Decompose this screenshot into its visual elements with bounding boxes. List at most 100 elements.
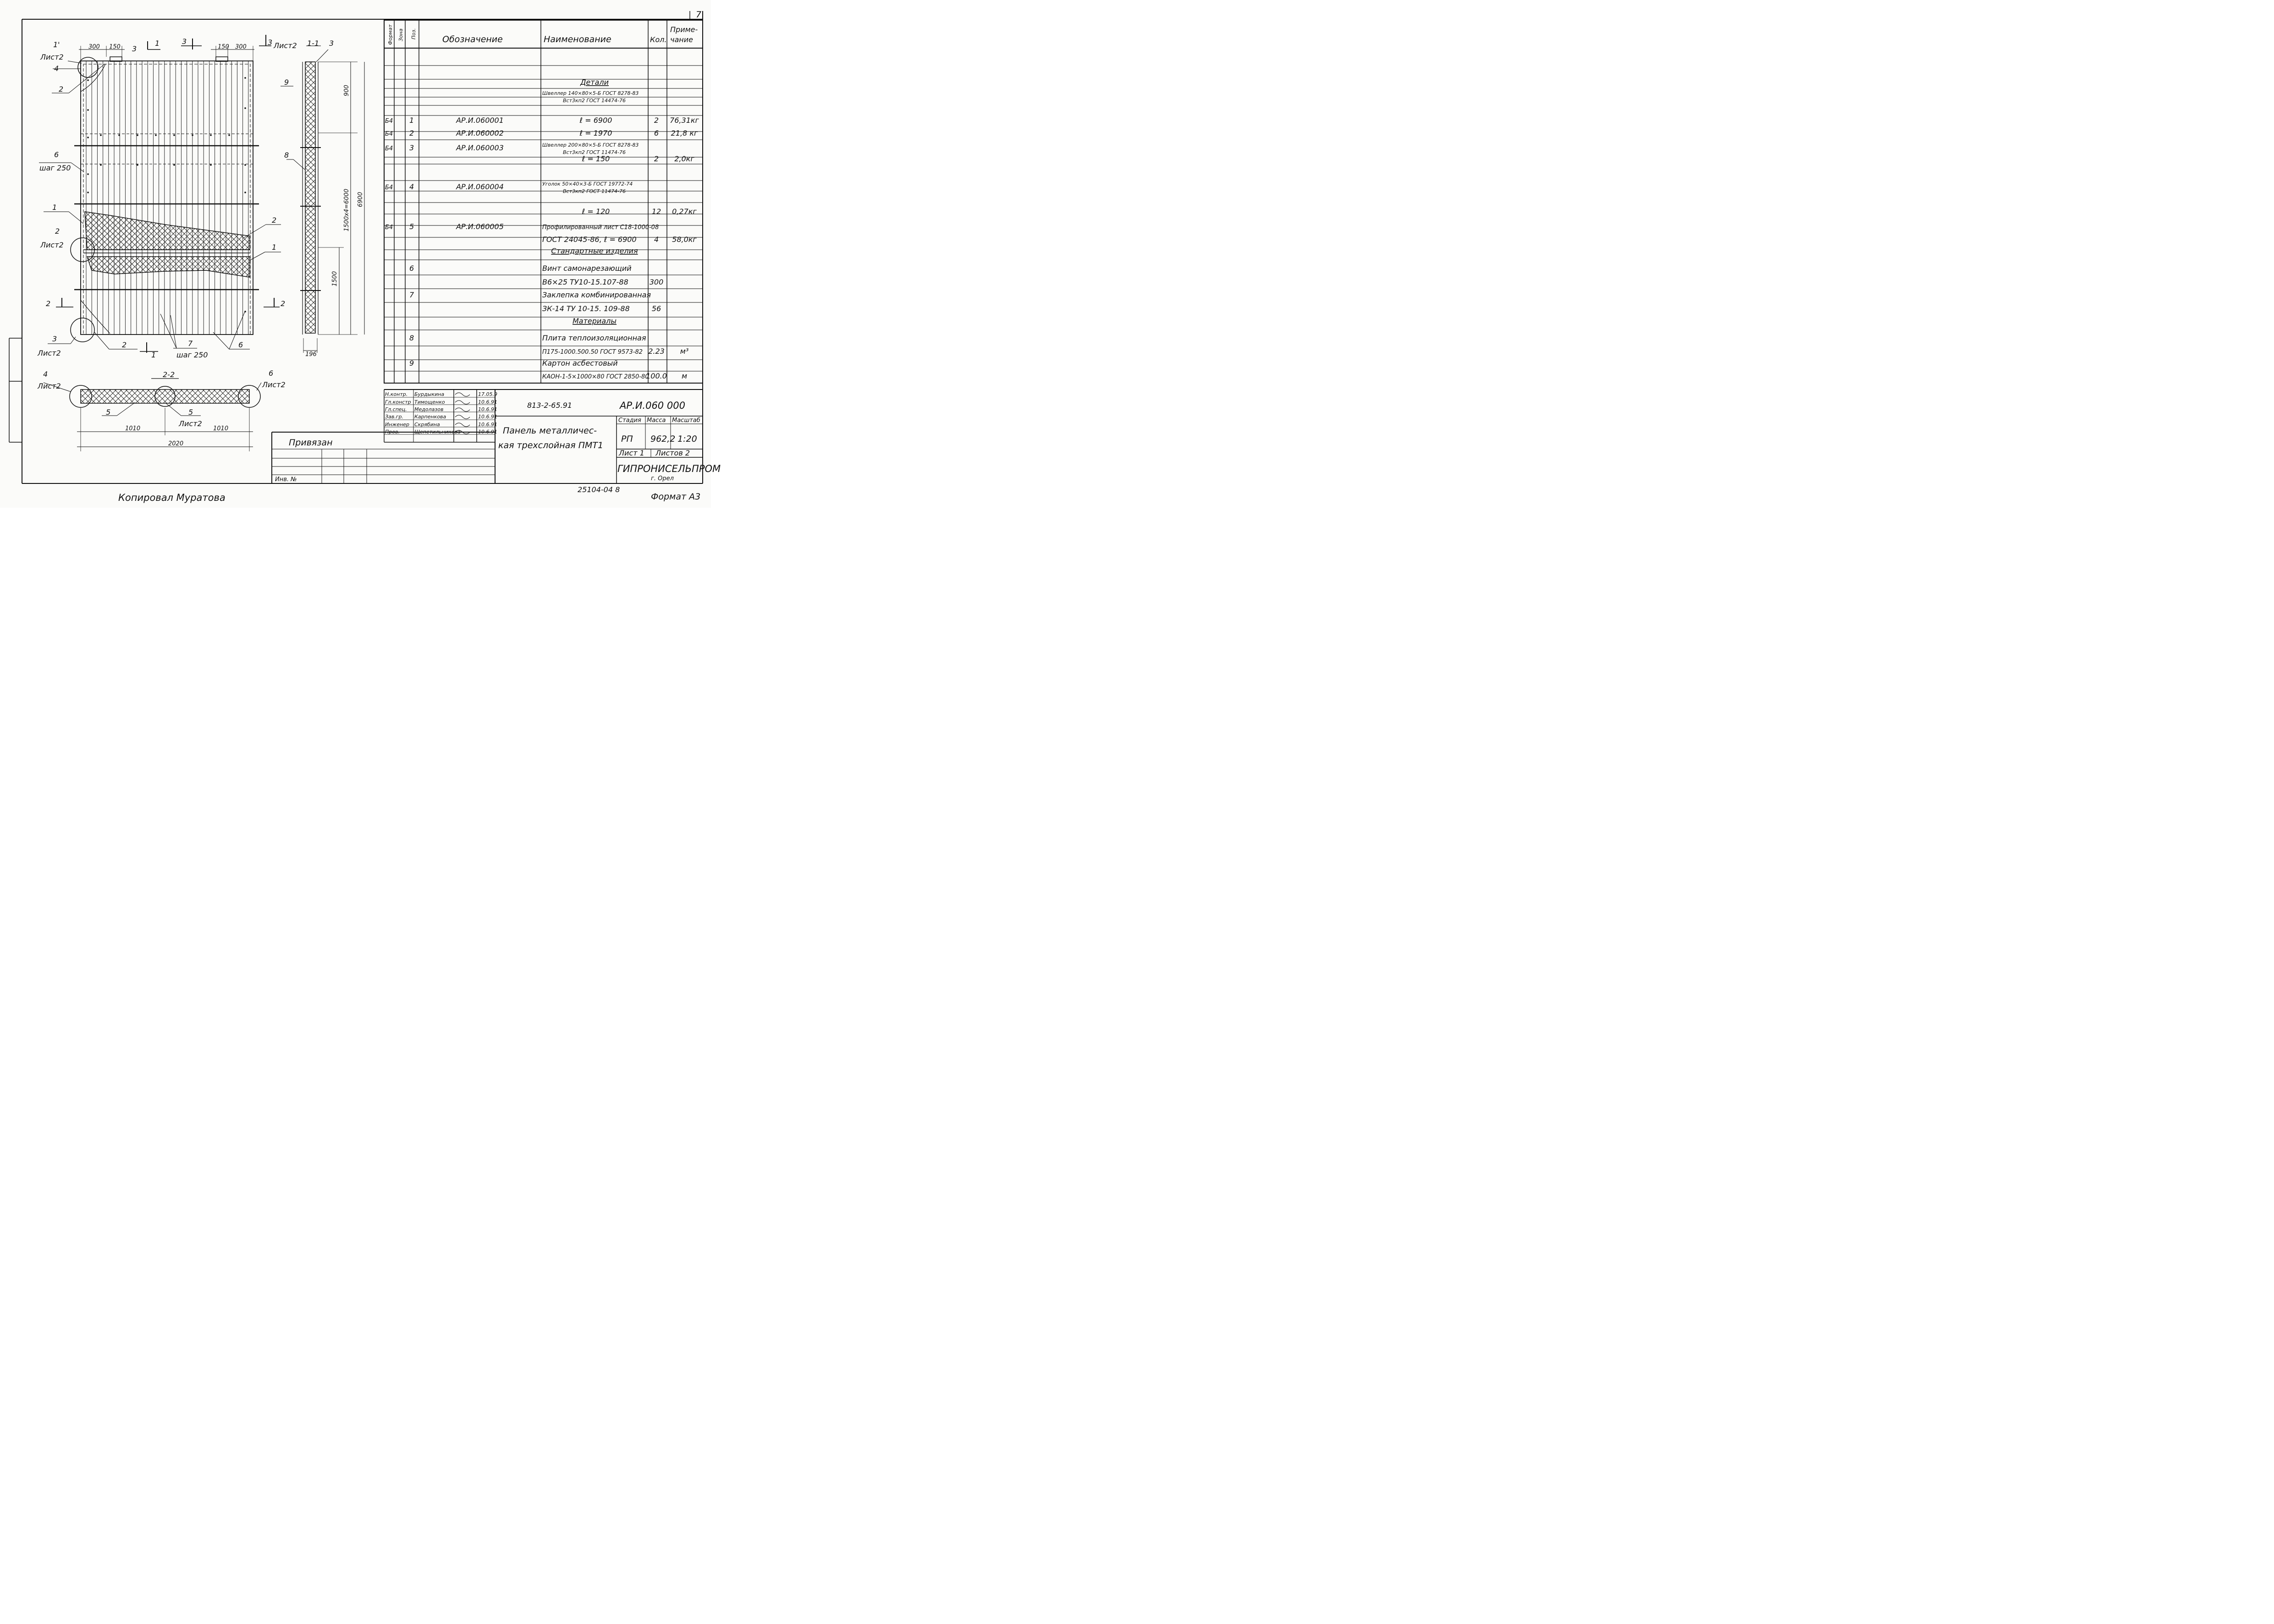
spec-cell-name: Стандартные изделия	[551, 247, 638, 255]
role-name: Бурдыкина	[414, 391, 444, 397]
label-pos-4b: 4	[43, 370, 48, 379]
title-line-2: кая трехслойная ПМТ1	[498, 440, 603, 450]
signature-image	[455, 422, 470, 427]
signature-image	[455, 392, 470, 397]
spec-cell-pos: 9	[409, 359, 414, 368]
label-sec1-top: 1	[155, 39, 160, 48]
spec-cell-note: м	[682, 372, 687, 380]
spec-cell-designation: АР.И.060002	[456, 129, 504, 137]
label-sec-2-2: 2-2	[163, 370, 175, 379]
spec-cell-name: Плита теплоизоляционная	[542, 334, 646, 342]
spec-cell-qty: 12	[652, 207, 661, 216]
spec-cell-name: Швеллер 140×80×5-Б ГОСТ 8278-83	[542, 90, 639, 96]
label-pos-6c: 6	[269, 369, 273, 378]
spec-row: Стандартные изделия	[551, 247, 638, 255]
mass-value: 962,2	[650, 434, 675, 444]
header-designation: Обозначение	[442, 34, 503, 44]
label-sheet2-mid: Лист2	[40, 241, 64, 249]
label-pos-3: 3	[132, 44, 137, 53]
copied-by: Копировал Муратова	[118, 492, 226, 503]
role-title: Пров.	[385, 429, 400, 435]
label-pos-7: 7	[188, 339, 193, 348]
label-view-1: 1'	[53, 40, 60, 49]
dim-1010-right: 1010	[213, 425, 228, 432]
label-pos-9: 9	[284, 78, 289, 87]
dim-2020: 2020	[168, 440, 183, 447]
signature-image	[455, 400, 470, 405]
spec-cell-name: Детали	[580, 78, 609, 87]
spec-cell-qty: 2.23	[648, 347, 665, 356]
section-markers	[56, 35, 280, 353]
spec-headers: Формат Зона Поз. Обозначение Наименовани…	[387, 24, 698, 45]
stage-value: РП	[621, 434, 633, 444]
dim-1500: 1500	[331, 271, 338, 286]
label-sheet2-top: Лист2	[273, 41, 297, 50]
spec-cell-name: Вст3кп2 ГОСТ 11474-76	[563, 149, 626, 155]
sheet-number: 7	[696, 10, 701, 20]
label-pos-3b: 3	[52, 335, 57, 343]
spec-cell-name: ℓ = 120	[582, 207, 610, 216]
spec-cell-name: Винт самонарезающий	[542, 264, 632, 273]
header-qty: Кол.	[650, 35, 666, 44]
role-date: 10.6.91	[478, 399, 497, 405]
footer: Копировал Муратова 25104-04 8 Формат А3	[118, 485, 700, 503]
dim-6000: 1500х4=6000	[343, 189, 350, 231]
spec-cell-pos: 1	[409, 116, 414, 125]
role-date: 10.6.91	[478, 414, 497, 420]
header-format: Формат	[387, 24, 393, 45]
signature-image	[455, 430, 470, 434]
drawing-canvas: 7	[9, 10, 721, 503]
mass-label: Масса	[647, 417, 666, 424]
dim-196: 196	[305, 351, 317, 358]
panel-ribs	[86, 61, 249, 335]
label-sheet2: Лист2	[40, 53, 64, 61]
spec-cell-designation: АР.И.060001	[456, 116, 504, 125]
dim-300-left: 300	[88, 44, 100, 50]
signature-image	[455, 415, 470, 419]
spec-cell-designation: АР.И.060003	[456, 143, 504, 152]
spec-cell-qty: 6	[654, 129, 659, 137]
section-2-2	[43, 378, 262, 451]
spec-cell-name: Швеллер 200×80×5-Б ГОСТ 8278-83	[542, 142, 639, 148]
label-pos-2d: 2	[122, 340, 127, 349]
spec-cell-qty: 2	[654, 154, 659, 163]
city: г. Орел	[651, 475, 674, 482]
spec-cell-name: Материалы	[573, 317, 617, 325]
archive-number: 25104-04 8	[578, 485, 620, 494]
spec-row: Материалы	[573, 317, 617, 325]
sheet-format: Формат А3	[651, 492, 700, 502]
label-pos-8: 8	[284, 151, 289, 159]
role-title: Инженер	[385, 422, 409, 428]
label-step-250b: шаг 250	[176, 351, 208, 359]
drawing-labels: 1' Лист2 4 2 300 150 3 1 3 150 300 3 Лис…	[37, 37, 364, 447]
title-block-grid	[271, 389, 703, 483]
header-note-1: Приме-	[670, 25, 698, 34]
role-date: 10.6.91	[478, 422, 497, 428]
spec-cell-note: 76,31кг	[670, 116, 699, 125]
role-date: 17.05.9	[478, 391, 497, 397]
spec-cell-name: КАОН-1-5×1000×80 ГОСТ 2850-80	[542, 373, 649, 380]
spec-cell-qty: 300	[650, 278, 664, 286]
role-name: Тимощенко	[414, 399, 445, 405]
spec-cell-pos: 2	[409, 129, 414, 137]
header-zone: Зона	[398, 28, 404, 41]
spec-cell-qty: 100.0	[646, 372, 667, 380]
label-sec3-top: 3	[182, 37, 187, 46]
spec-cell-format: Б4	[385, 224, 393, 231]
spec-cell-name: Профилированный лист С18-1000-08	[542, 224, 659, 231]
drawing-sheet: 7	[0, 0, 721, 508]
role-name: Карпенкова	[414, 414, 446, 420]
